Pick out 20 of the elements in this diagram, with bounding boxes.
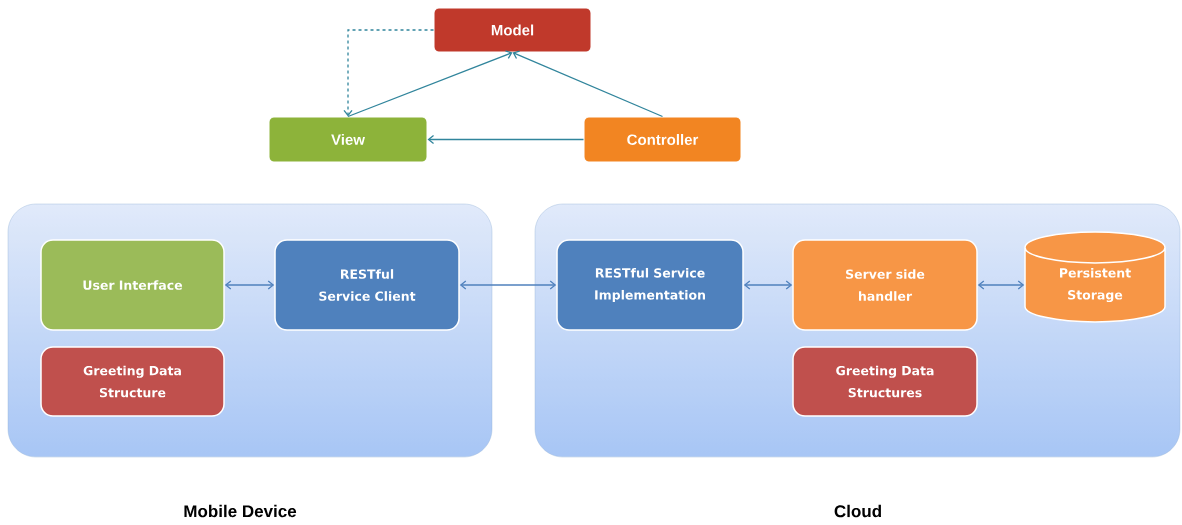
connector-arrow — [977, 280, 1025, 290]
component-box: RESTful Service Implementation — [556, 239, 744, 331]
component-box: User Interface — [40, 239, 225, 331]
mvc-box: Model — [433, 7, 592, 53]
storage-cylinder: Persistent Storage — [1024, 231, 1166, 323]
connector-arrow — [224, 280, 275, 290]
mvc-box: View — [268, 116, 428, 163]
component-box: Server side handler — [792, 239, 978, 331]
component-box: Greeting Data Structure — [40, 346, 225, 417]
component-box: Greeting Data Structures — [792, 346, 978, 417]
connector-arrow — [427, 134, 585, 145]
connector-arrow — [459, 280, 557, 290]
group-heading: Cloud — [834, 504, 881, 518]
mvc-box: Controller — [583, 116, 742, 163]
connector-arrow — [512, 50, 664, 118]
connector-arrow — [743, 280, 793, 290]
component-box: RESTful Service Client — [274, 239, 460, 331]
connector-arrow — [347, 50, 513, 118]
group-heading: Mobile Device — [184, 504, 297, 518]
connector-arrow — [343, 29, 435, 117]
